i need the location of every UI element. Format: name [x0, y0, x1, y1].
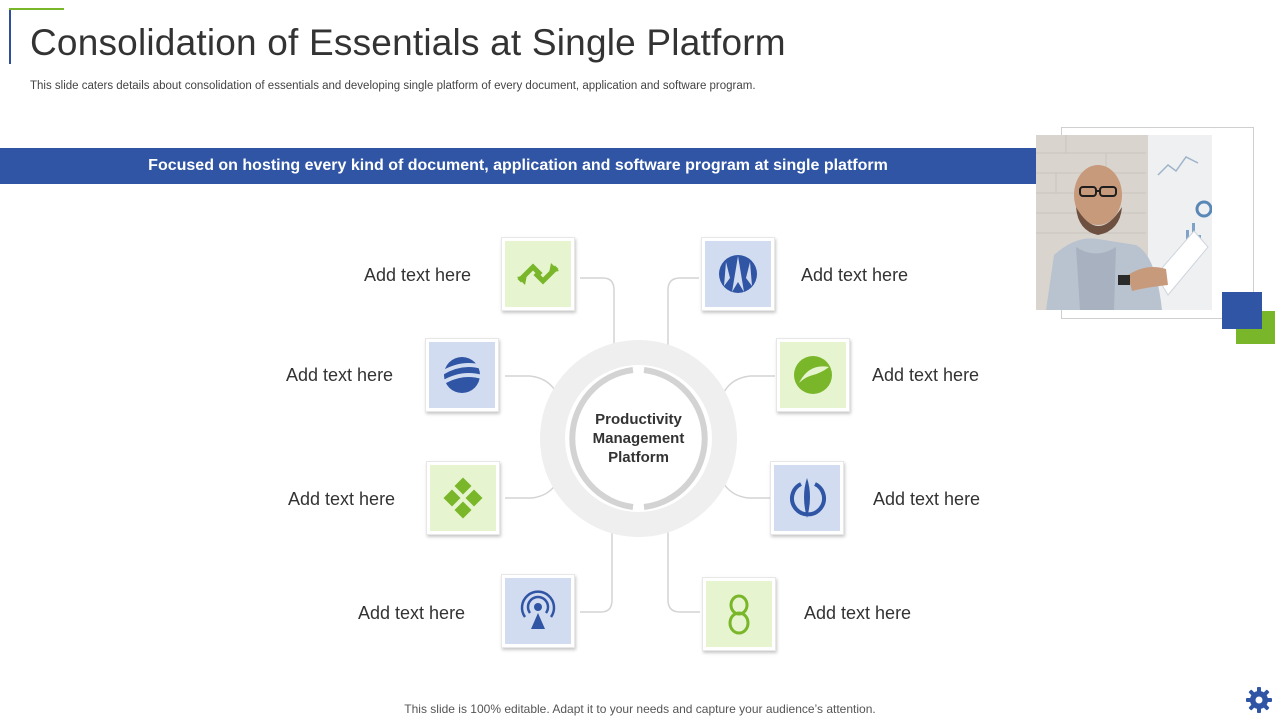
gear-icon — [1246, 687, 1272, 713]
accent-line-vertical — [9, 8, 11, 64]
item-8-card — [702, 577, 776, 651]
item-1-label: Add text here — [364, 265, 472, 285]
decor-square-blue — [1222, 292, 1262, 329]
item-6-card — [776, 338, 850, 412]
item-6-tile — [780, 342, 846, 408]
item-2-tile — [429, 342, 495, 408]
leaf-circle-icon — [794, 356, 832, 394]
connector-5 — [667, 277, 699, 345]
item-3-card — [426, 461, 500, 535]
platform-label-line-3: Platform — [608, 449, 669, 466]
item-7-label: Add text here — [873, 489, 981, 509]
item-7-tile — [774, 465, 840, 531]
man-reading-photo — [1036, 135, 1212, 310]
platform-label-line-2: Management — [592, 430, 685, 447]
item-2-card — [425, 338, 499, 412]
item-5-tile — [705, 241, 771, 307]
connector-8 — [667, 532, 700, 613]
slide-subtitle: This slide caters details about consolid… — [30, 80, 756, 92]
platform-core-ring — [569, 367, 708, 510]
item-2-label: Add text here — [286, 365, 394, 385]
power-emblem-icon — [790, 478, 826, 518]
item-5-card — [701, 237, 775, 311]
man-reading-photo-illustration — [1036, 135, 1212, 310]
connector-7 — [723, 483, 770, 499]
item-3-tile — [430, 465, 496, 531]
diamond-cluster-icon — [443, 477, 483, 519]
connector-3 — [505, 483, 557, 499]
connector-2 — [505, 375, 557, 393]
item-4-label: Add text here — [358, 603, 466, 623]
focus-banner: Focused on hosting every kind of documen… — [0, 148, 1036, 184]
platform-label: Productivity Management Platform — [575, 410, 702, 467]
item-1-tile — [505, 241, 571, 307]
accent-line-horizontal — [9, 8, 64, 10]
item-6-label: Add text here — [872, 365, 980, 385]
slide-footer: This slide is 100% editable. Adapt it to… — [404, 702, 876, 716]
connector-6 — [723, 375, 775, 393]
trident-emblem-icon — [719, 255, 757, 293]
item-8-tile — [706, 581, 772, 647]
connector-1 — [580, 277, 615, 345]
connector-4 — [580, 532, 613, 613]
item-4-tile — [505, 578, 571, 644]
item-5-label: Add text here — [801, 265, 909, 285]
arrows-exchange-icon — [517, 263, 559, 285]
figure-eight-icon — [728, 594, 750, 635]
broadcast-tower-icon — [520, 590, 556, 629]
item-3-label: Add text here — [288, 489, 396, 509]
swoosh-globe-icon — [440, 357, 483, 393]
platform-label-line-1: Productivity — [595, 411, 682, 428]
slide-title: Consolidation of Essentials at Single Pl… — [30, 22, 786, 63]
item-8-label: Add text here — [804, 603, 912, 623]
item-4-card — [501, 574, 575, 648]
item-7-card — [770, 461, 844, 535]
item-1-card — [501, 237, 575, 311]
